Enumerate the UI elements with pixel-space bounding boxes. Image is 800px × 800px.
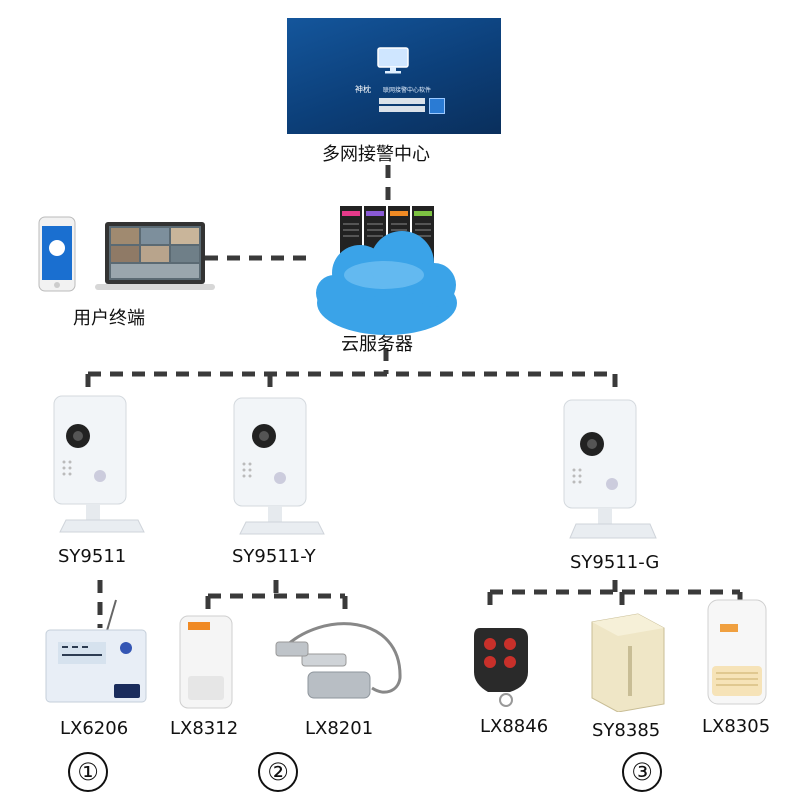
- camera-model-label: SY9511: [58, 546, 127, 567]
- sensor-model-label: LX8846: [480, 716, 549, 737]
- alarm-panel-icon: [45, 599, 147, 703]
- sensor-model-label: SY8385: [592, 720, 661, 741]
- screen-title: 联网接警中心软件: [383, 87, 432, 94]
- laptop-icon: [95, 222, 215, 290]
- phone-icon: [38, 216, 76, 292]
- sensor-model-label: LX6206: [60, 718, 129, 739]
- sensor-model-label: LX8201: [305, 718, 374, 739]
- alarm-center-screen: 神枕 联网接警中心软件: [287, 18, 501, 134]
- remote-control-icon: [474, 628, 528, 707]
- pir-sensor-icon: [179, 615, 233, 709]
- user-terminal-label: 用户终端: [73, 308, 145, 329]
- cloud-server-icon: [316, 206, 457, 335]
- screen-brand: 神枕: [355, 85, 371, 94]
- monitor-icon: [377, 47, 409, 74]
- screen-login-button: [429, 98, 445, 114]
- group-number: ③: [622, 752, 662, 792]
- camera-icon: [563, 399, 657, 539]
- screen-login-field: [379, 98, 425, 104]
- cloud-server-label: 云服务器: [341, 334, 413, 355]
- camera-icon: [233, 397, 325, 535]
- camera-icon: [53, 395, 145, 533]
- group-number: ②: [258, 752, 298, 792]
- sensor-model-label: LX8305: [702, 716, 771, 737]
- camera-model-label: SY9511-Y: [232, 546, 316, 567]
- curtain-sensor-icon: [591, 613, 665, 712]
- sensor-model-label: LX8312: [170, 718, 239, 739]
- screen-login-field: [379, 106, 425, 112]
- group-number: ①: [68, 752, 108, 792]
- alarm-center-label: 多网接警中心: [322, 144, 430, 165]
- smoke-detector-icon: [707, 599, 767, 705]
- door-contact-icon: [275, 622, 402, 699]
- camera-model-label: SY9511-G: [570, 552, 660, 573]
